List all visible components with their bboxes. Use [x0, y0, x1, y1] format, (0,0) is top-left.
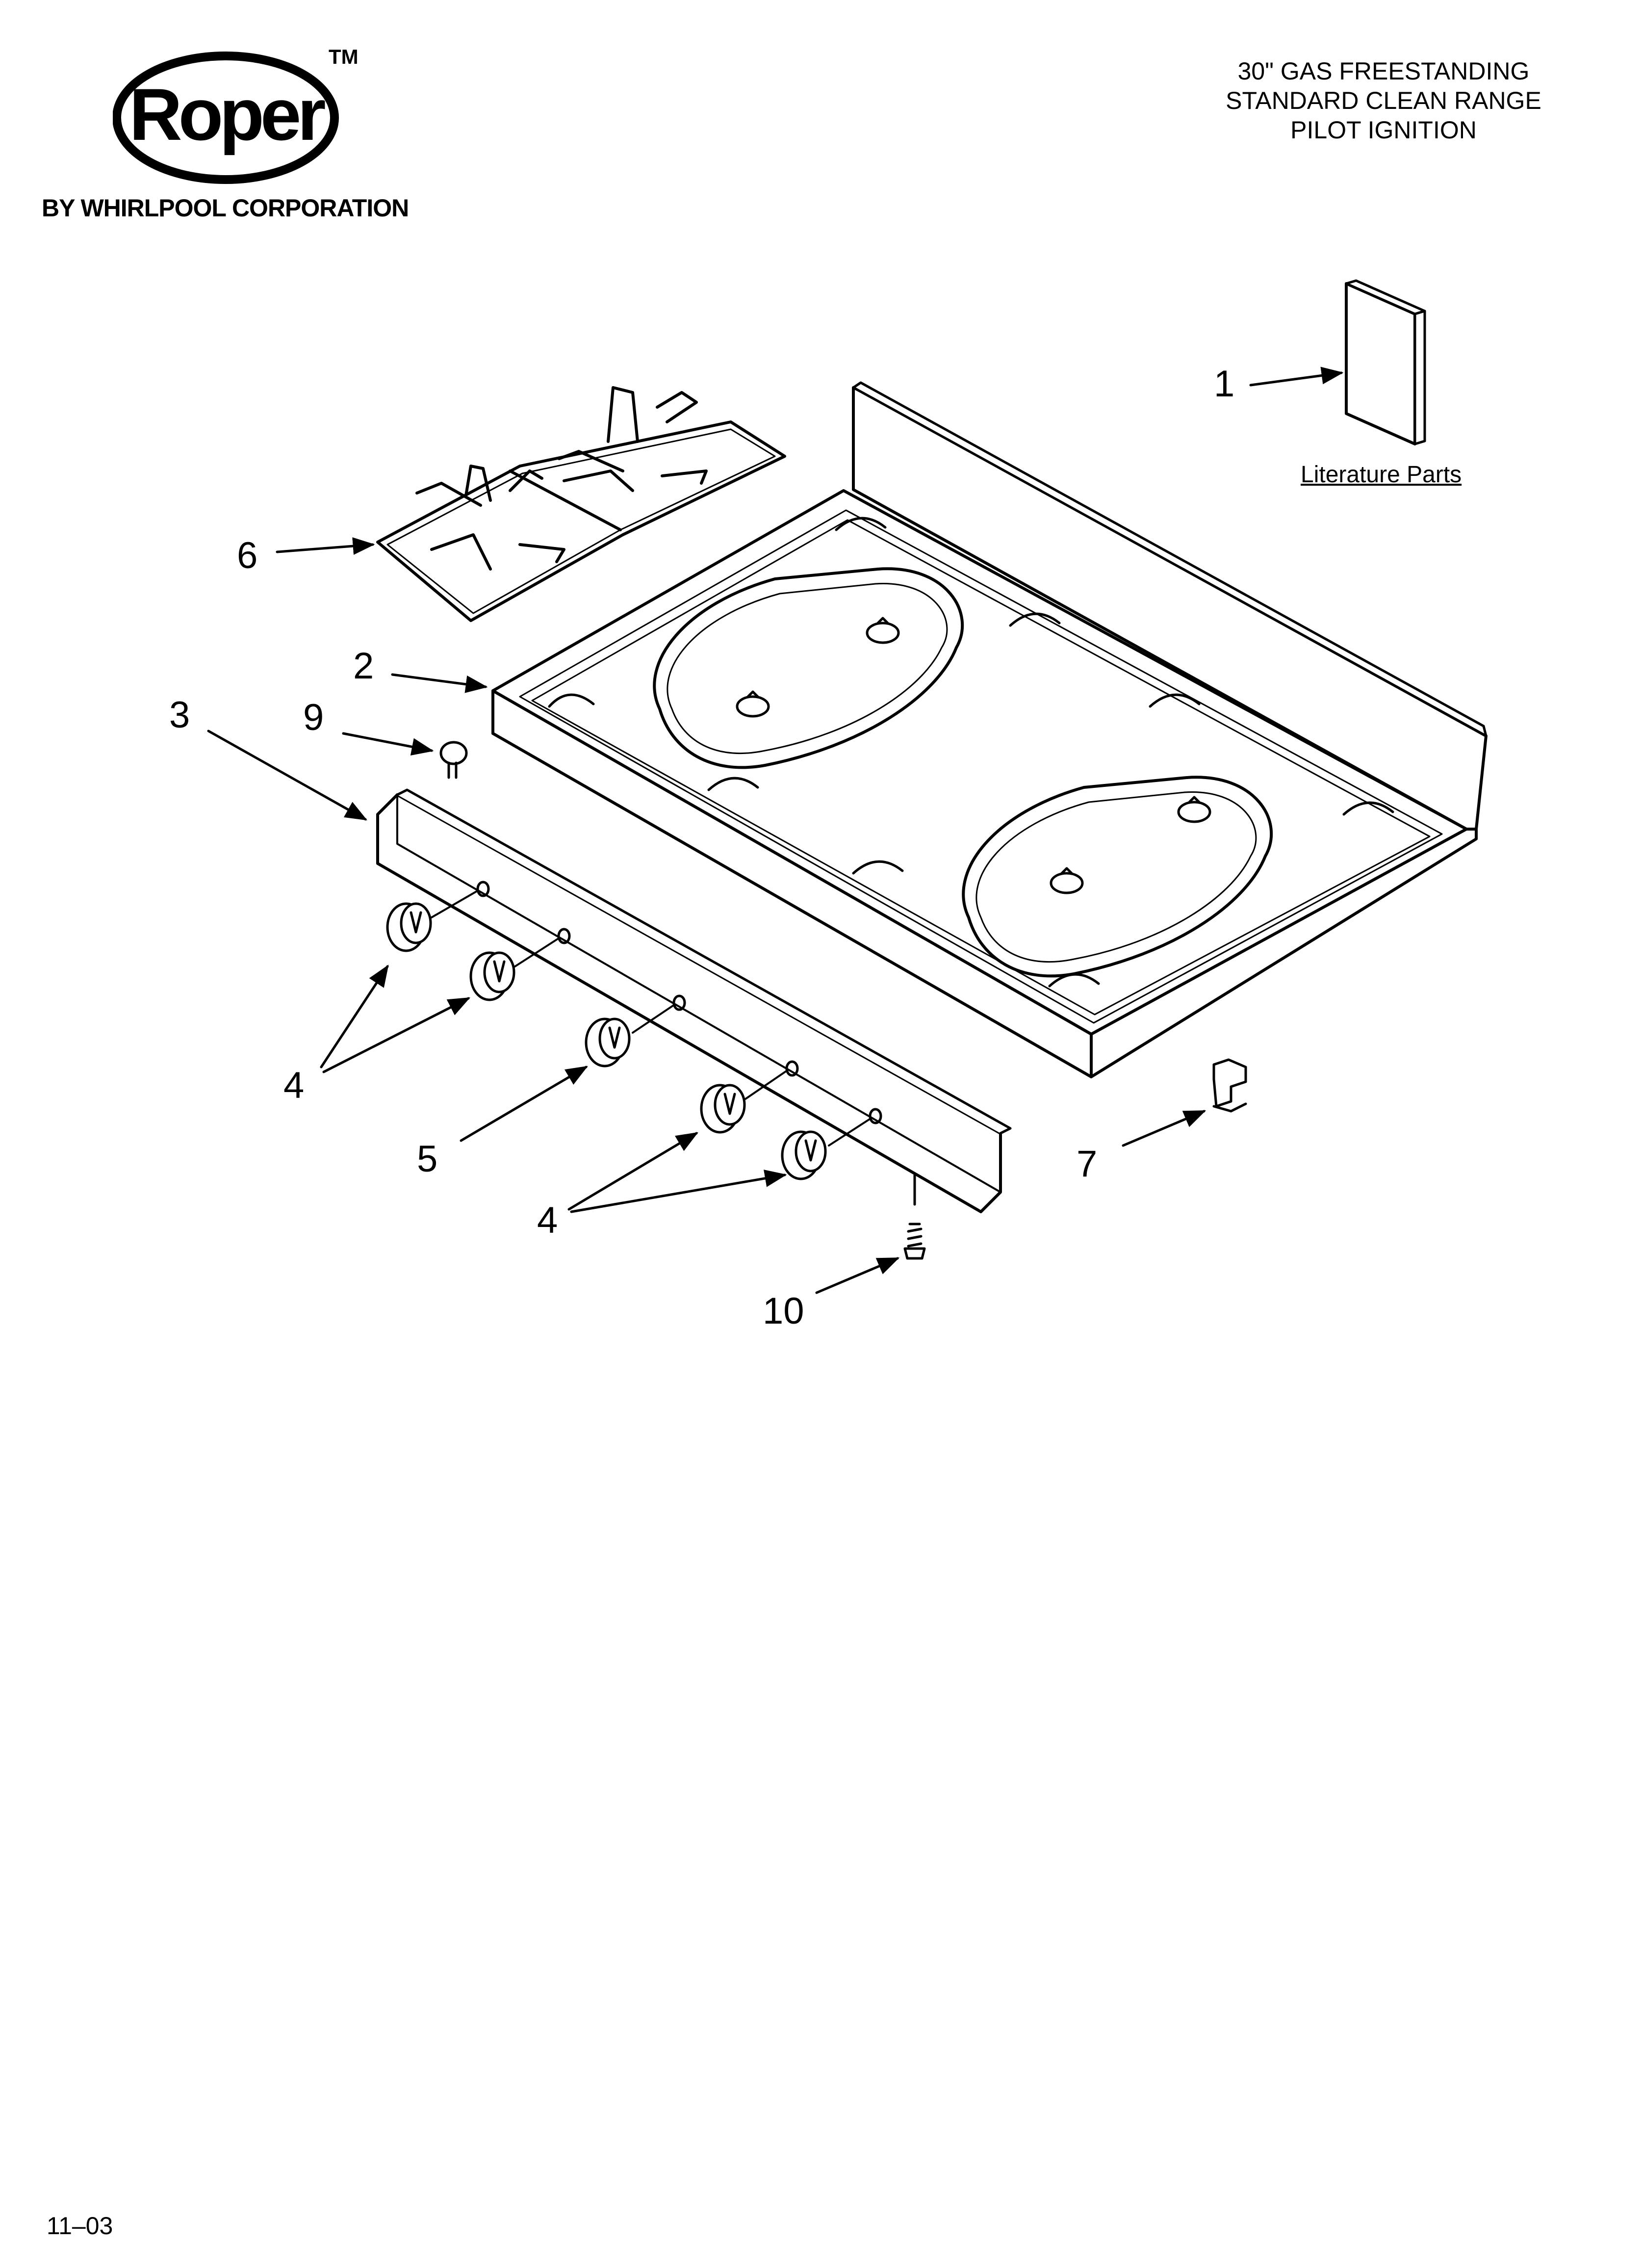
callout-9: 9 [303, 697, 324, 738]
literature-parts-label: Literature Parts [1301, 462, 1462, 488]
retaining-clip [1212, 1058, 1247, 1113]
knob-2 [469, 951, 515, 1001]
title-line-1: 30" GAS FREESTANDING [1237, 57, 1530, 85]
mounting-screw [903, 1173, 926, 1260]
cooktop [491, 381, 1488, 1078]
trademark-mark: TM [329, 45, 359, 68]
burner-knobs [386, 902, 827, 1180]
document-title: 30" GAS FREESTANDING STANDARD CLEAN RANG… [1173, 56, 1594, 145]
knob-4 [700, 1084, 746, 1134]
callout-10: 10 [763, 1290, 804, 1332]
roper-logo: Roper TM [113, 45, 359, 184]
callout-6: 6 [237, 535, 258, 576]
title-line-2: STANDARD CLEAN RANGE [1226, 87, 1541, 114]
control-panel [376, 788, 1012, 1213]
callout-2: 2 [353, 645, 374, 687]
title-line-3: PILOT IGNITION [1290, 116, 1477, 144]
brand-byline: BY WHIRLPOOL CORPORATION [42, 194, 409, 222]
callout-4-lower: 4 [537, 1199, 558, 1241]
knob-5 [781, 1130, 827, 1180]
burner-grate [376, 386, 786, 622]
callout-3: 3 [169, 694, 190, 736]
callout-4-upper: 4 [283, 1065, 305, 1106]
knob-3 [585, 1017, 631, 1068]
pin-fastener [439, 741, 468, 779]
logo-wordmark: Roper [129, 73, 325, 156]
callout-5: 5 [417, 1138, 438, 1180]
literature-parts-card [1345, 279, 1426, 445]
knob-1 [386, 902, 432, 952]
callout-1: 1 [1214, 363, 1235, 405]
callout-7: 7 [1077, 1143, 1098, 1185]
date-code: 11–03 [47, 2212, 113, 2240]
